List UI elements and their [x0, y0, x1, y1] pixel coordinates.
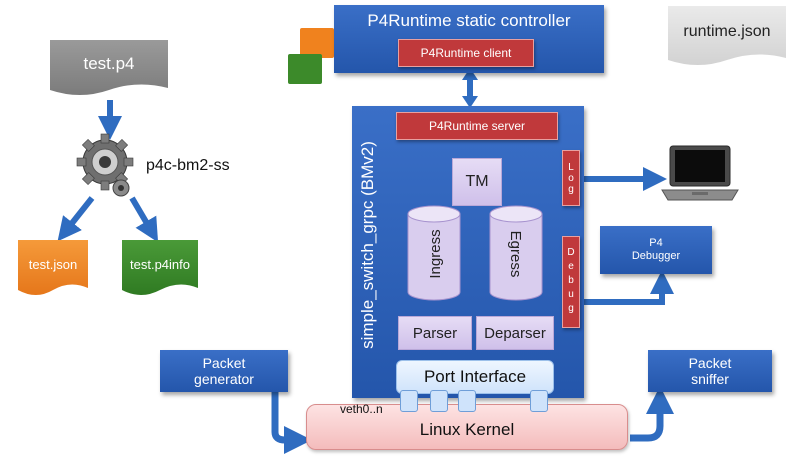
egress-label: Egress [507, 230, 525, 278]
ingress-label: Ingress [426, 229, 444, 279]
debug-box: Debug [562, 236, 580, 328]
gear-icon [76, 133, 134, 197]
compiler-label: p4c-bm2-ss [146, 157, 230, 174]
debug-label: Debug [565, 247, 577, 317]
packet-generator-box: Packet generator [160, 350, 288, 392]
packet-generator-line1: Packet [202, 355, 246, 371]
arrow-generator-to-kernel [271, 392, 312, 454]
controller-box: P4Runtime static controller P4Runtime cl… [334, 5, 604, 73]
debugger-box: P4 Debugger [600, 226, 712, 274]
stacked-docs-icon [286, 18, 336, 84]
controller-title: P4Runtime static controller [367, 11, 571, 30]
arrow-debug-to-debugger [584, 270, 674, 305]
switch-name-label: simple_switch_grpc (BMv2) [358, 141, 377, 349]
arrow-client-server-down-head [462, 96, 478, 108]
debugger-line1: P4 [649, 237, 663, 249]
server-box: P4Runtime server [396, 112, 558, 140]
veth-label: veth0..n [340, 402, 383, 416]
arrow-kernel-to-sniffer [630, 386, 674, 442]
parser-box: Parser [398, 316, 472, 350]
arrow-compiler-to-p4info [129, 196, 159, 243]
output-json-label: test.json [28, 256, 78, 272]
packet-sniffer-box: Packet sniffer [648, 350, 772, 392]
veth-port-4 [530, 390, 548, 412]
source-file-label: test.p4 [83, 54, 135, 73]
veth-port-3 [458, 390, 476, 412]
packet-sniffer-line2: sniffer [691, 371, 729, 387]
output-p4info-label: test.p4info [130, 256, 190, 272]
switch-box [352, 106, 584, 398]
arrow-compiler-to-json [57, 196, 95, 242]
packet-sniffer-line1: Packet [688, 355, 732, 371]
arrow-client-server-up-head [462, 68, 478, 80]
log-box: Log [562, 150, 580, 206]
packet-generator-line2: generator [194, 371, 254, 387]
veth-port-2 [430, 390, 448, 412]
client-box: P4Runtime client [398, 39, 534, 67]
runtime-config-label: runtime.json [683, 23, 771, 40]
port-interface-box: Port Interface [396, 360, 554, 394]
tm-box: TM [452, 158, 502, 206]
veth-port-1 [400, 390, 418, 412]
egress-cylinder [489, 205, 543, 301]
laptop-icon [661, 145, 739, 201]
ingress-cylinder [407, 205, 461, 301]
deparser-box: Deparser [476, 316, 554, 350]
log-label: Log [565, 161, 577, 195]
debugger-line2: Debugger [631, 250, 681, 262]
